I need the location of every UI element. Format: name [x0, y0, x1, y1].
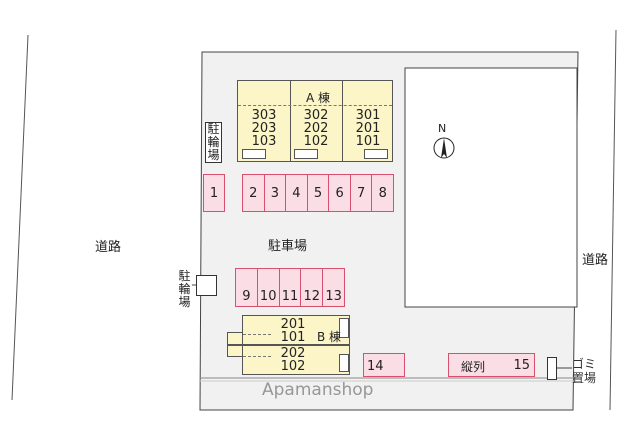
road-right-label: 道路	[582, 253, 609, 268]
parking-space: 9	[236, 269, 258, 306]
parking-space: 1	[203, 174, 225, 212]
parking-space: 2	[243, 175, 265, 211]
bike-parking-left-label: 駐輪場	[178, 269, 191, 309]
parking-space: 7	[351, 175, 373, 211]
parking-row-2: 9 10 11 12 13	[235, 268, 345, 307]
garbage-area-label: ゴミ置場	[572, 357, 597, 385]
parking-space: 13	[325, 289, 342, 304]
parking-area-label: 駐車場	[268, 239, 308, 254]
watermark: Apamanshop	[262, 380, 374, 400]
road-left-label: 道路	[95, 240, 122, 255]
building-b-label: B 棟	[317, 330, 342, 344]
parking-space: 4	[286, 175, 308, 211]
parking-row-1: 2 3 4 5 6 7 8	[242, 174, 394, 212]
parking-space: 3	[265, 175, 287, 211]
parking-space: 11	[280, 269, 302, 306]
building-a-label: A 棟	[306, 91, 331, 105]
parking-space: 8	[378, 185, 387, 201]
compass-icon	[433, 137, 455, 159]
parking-space: 12	[301, 269, 324, 306]
parking-space: 10	[258, 269, 280, 306]
bike-parking-top-label: 駐輪場	[205, 122, 222, 163]
parking-space-15-tandem: 縦列 15	[448, 353, 535, 377]
parking-space: 5	[308, 175, 330, 211]
garbage-box	[547, 357, 557, 380]
compass-north-label: N	[438, 122, 447, 135]
parking-space-14: 14	[363, 353, 405, 377]
parking-space: 6	[329, 175, 351, 211]
bike-shed	[196, 275, 217, 296]
